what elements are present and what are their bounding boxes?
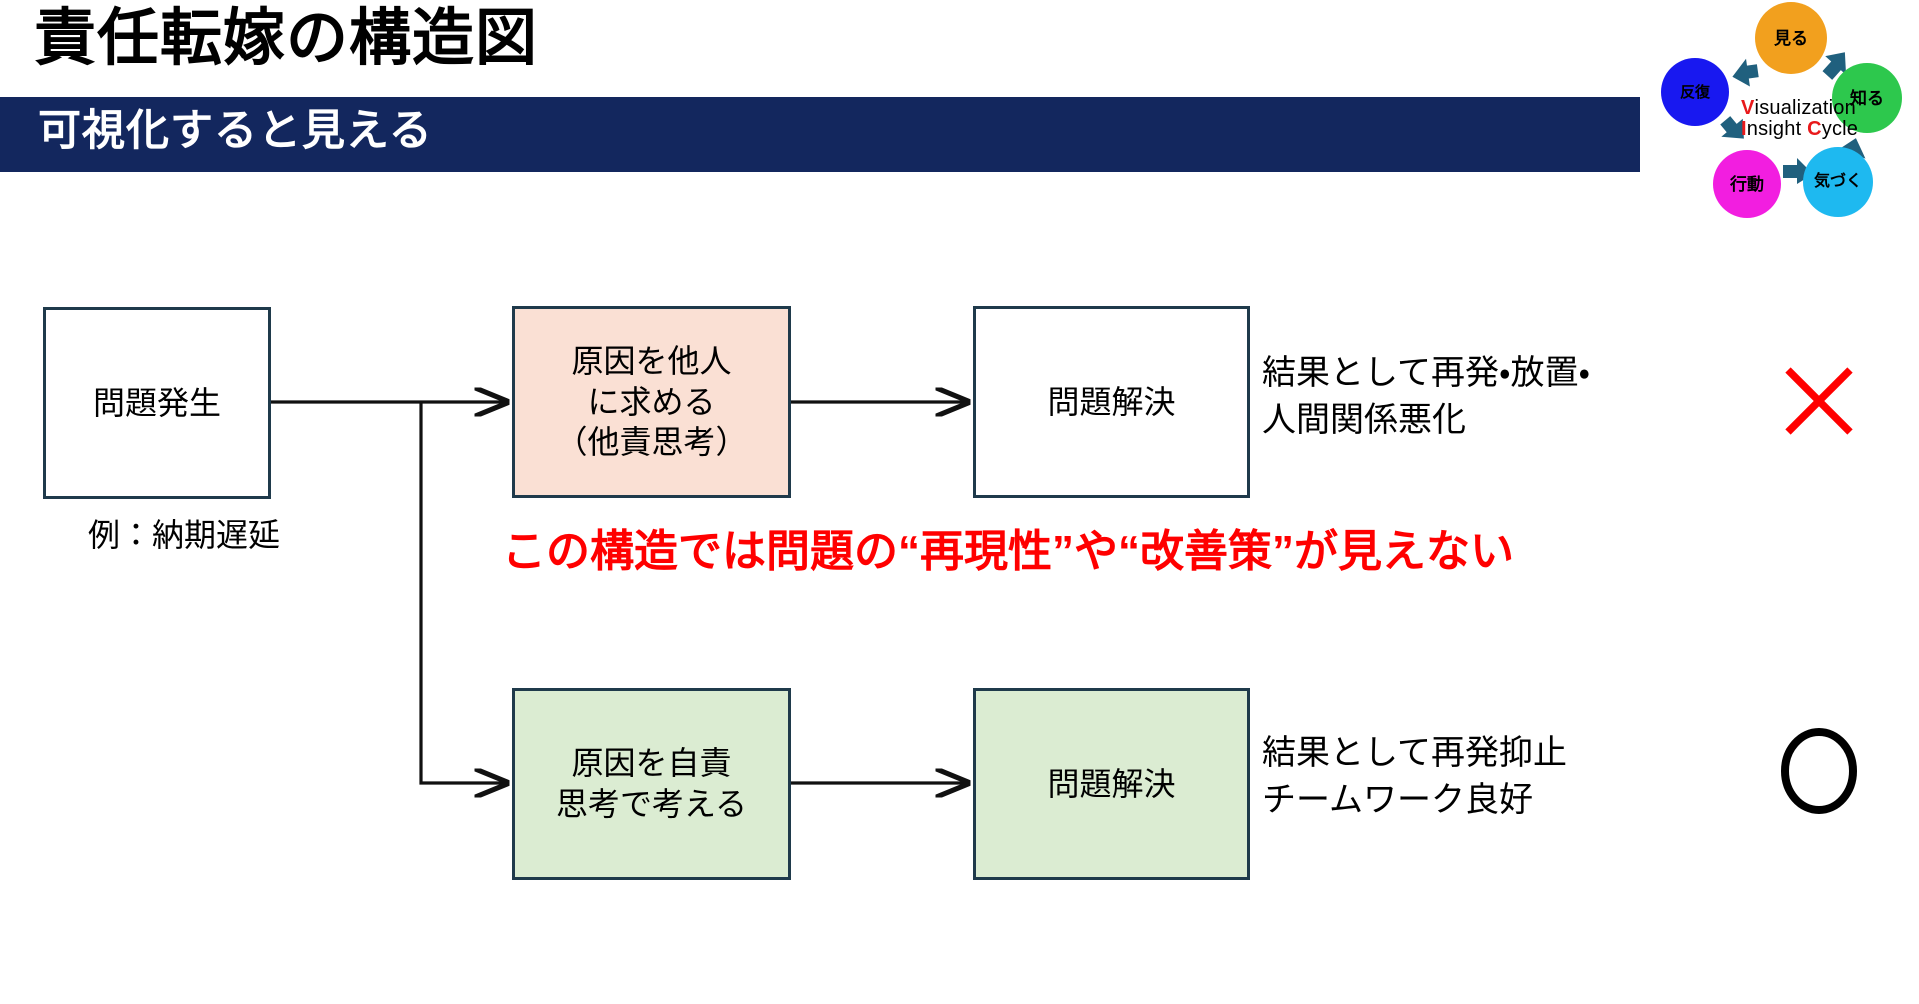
logo-line2-mid: nsight (1746, 118, 1808, 140)
logo-node-label: 知る (1850, 88, 1884, 108)
logo-line2-rest: ycle (1821, 118, 1859, 140)
box-problem-solved-bad-path: 問題解決 (973, 306, 1250, 498)
logo-cap-i: I (1741, 118, 1747, 140)
box-blame-others: 原因を他人 に求める （他責思考） (512, 306, 791, 498)
logo-node-shiru: 知る (1832, 63, 1902, 133)
outcome-text-good: 結果として再発抑止 チームワーク良好 (1262, 734, 1567, 819)
box-self-reflection: 原因を自責 思考で考える (512, 688, 791, 880)
logo-cap-v: V (1741, 97, 1755, 119)
logo-node-label: 気づく (1813, 173, 1862, 190)
logo-node-kizuku: 気づく (1803, 147, 1873, 217)
logo-text-line2: Insight Cycle (1741, 118, 1858, 141)
logo-node-hanpuku: 反復 (1661, 58, 1729, 126)
box-problem-occurrence: 問題発生 (43, 307, 271, 499)
logo-node-label: 行動 (1730, 174, 1764, 194)
logo-line1-rest: isualization (1754, 97, 1856, 119)
page-title: 責任転嫁の構造図 (34, 4, 539, 73)
logo-cap-c: C (1807, 118, 1822, 140)
logo-node-koudou: 行動 (1713, 150, 1781, 218)
cross-mark-icon (1785, 367, 1853, 435)
outcome-text-bad: 結果として再発・放置・ 人間関係悪化 (1262, 354, 1591, 439)
logo-node-label: 反復 (1679, 83, 1710, 101)
logo-node-label: 見る (1774, 28, 1808, 48)
subtitle-banner (0, 97, 1640, 172)
warning-message: この構造では問題の“再現性”や“改善策”が見えない (502, 527, 1514, 576)
box-problem-solved-good-path: 問題解決 (973, 688, 1250, 880)
connector-start-to-self-reflect (419, 402, 508, 783)
circle-mark-icon (1781, 728, 1857, 814)
example-caption: 例：納期遅延 (88, 517, 281, 553)
visualization-insight-cycle-logo: 見る 知る 気づく 行動 反復 Visualization Insight Cy… (1655, 0, 1919, 258)
logo-node-miru: 見る (1755, 2, 1827, 74)
subtitle-text: 可視化すると見える (38, 107, 433, 155)
logo-text-line1: Visualization (1741, 97, 1856, 120)
